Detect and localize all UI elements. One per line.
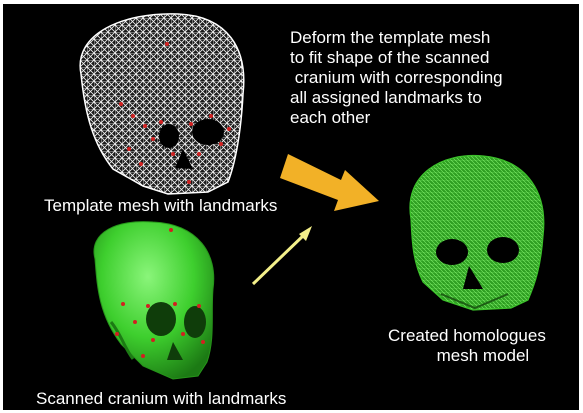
- figure-panel: Deform the template mesh to fit shape of…: [3, 4, 579, 410]
- result-eye-socket-right: [487, 237, 519, 263]
- template-eye-socket-right: [192, 119, 224, 145]
- template-eye-socket-left: [159, 124, 179, 148]
- deformation-instruction: Deform the template mesh to fit shape of…: [290, 28, 503, 128]
- result-skull: [410, 156, 544, 310]
- instruction-line-2: to fit shape of the scanned: [290, 48, 503, 68]
- instruction-line-1: Deform the template mesh: [290, 28, 503, 48]
- instruction-line-3: cranium with corresponding: [290, 68, 503, 88]
- scanned-label: Scanned cranium with landmarks: [36, 389, 286, 409]
- instruction-line-5: each other: [290, 108, 503, 128]
- result-label-line-1: Created homologues: [388, 326, 546, 346]
- scan-eye-socket-left: [146, 302, 176, 336]
- result-label-line-2: mesh model: [388, 346, 546, 366]
- result-eye-socket-left: [436, 239, 468, 265]
- template-skull: [80, 14, 244, 194]
- result-label: Created homologues mesh model: [388, 326, 546, 366]
- template-label: Template mesh with landmarks: [44, 196, 277, 216]
- scan-to-result-arrow: [253, 226, 312, 284]
- deform-arrow: [280, 154, 379, 211]
- instruction-line-4: all assigned landmarks to: [290, 88, 503, 108]
- scanned-skull: [94, 222, 214, 379]
- scan-eye-socket-right: [184, 306, 206, 338]
